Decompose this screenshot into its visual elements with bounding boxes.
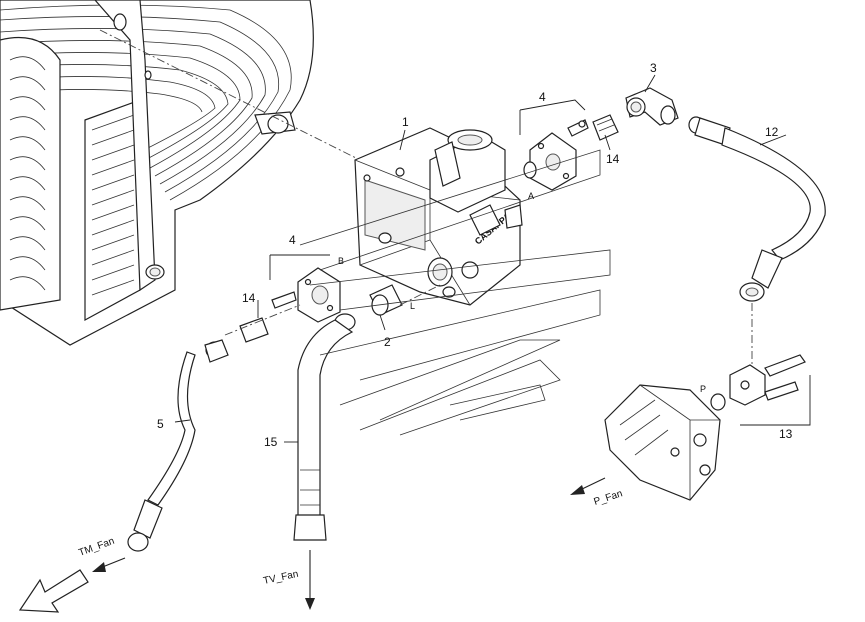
port-l-label: L [410,301,415,311]
upper-fittings [523,87,826,368]
fan-radiator-assembly [0,0,361,346]
callout-13: 13 [779,427,793,441]
callout-4-top: 4 [539,90,546,104]
port-b-label: B [338,256,344,266]
callout-1: 1 [402,115,409,129]
pump-assembly [604,354,806,501]
callout-2: 2 [384,335,391,349]
tv-fan-label: TV_Fan [262,569,299,587]
tm-fan-label: TM_Fan [77,536,116,559]
callout-12: 12 [765,125,779,139]
callout-14-left: 14 [242,291,256,305]
leader-lines [174,74,811,443]
callout-4-left: 4 [289,233,296,247]
callout-5: 5 [157,417,164,431]
port-a-label: A [528,191,534,201]
flow-arrows [18,477,606,613]
lower-left-fittings [127,267,441,552]
callout-15: 15 [264,435,278,449]
valve-block: CASAPPA [354,127,523,306]
callout-14-right: 14 [606,152,620,166]
background-chevrons [299,149,611,436]
callout-3: 3 [650,61,657,75]
port-p-label: P [700,384,706,394]
p-fan-label: P_Fan [593,488,624,508]
